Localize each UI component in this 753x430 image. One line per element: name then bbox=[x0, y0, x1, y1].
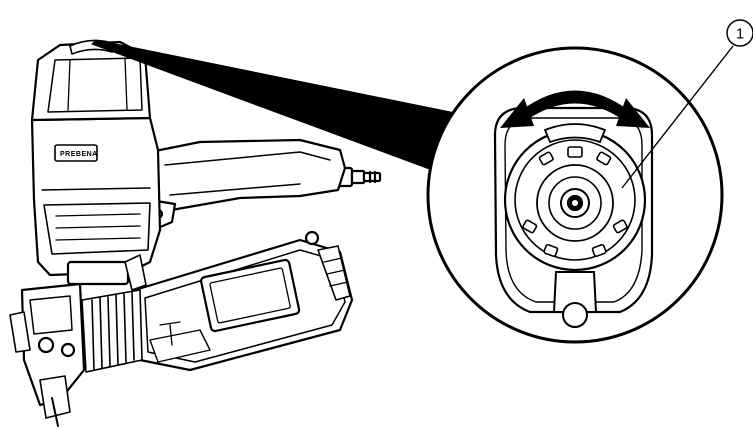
callout-1: 1 bbox=[726, 19, 753, 47]
nose-piece bbox=[9, 260, 130, 427]
rotation-arrow-icon bbox=[500, 90, 650, 128]
nail-strip bbox=[81, 289, 143, 373]
coil-magazine bbox=[133, 230, 354, 372]
coil-nailer-illustration: PREBENA bbox=[9, 39, 382, 427]
lower-post bbox=[552, 271, 598, 328]
callout-1-number: 1 bbox=[736, 26, 744, 43]
brand-label: PREBENA bbox=[60, 151, 98, 158]
exhaust-deflector bbox=[503, 123, 647, 272]
callout-leader-line bbox=[621, 45, 734, 189]
tool-handle bbox=[148, 138, 347, 214]
detail-view bbox=[426, 45, 734, 344]
